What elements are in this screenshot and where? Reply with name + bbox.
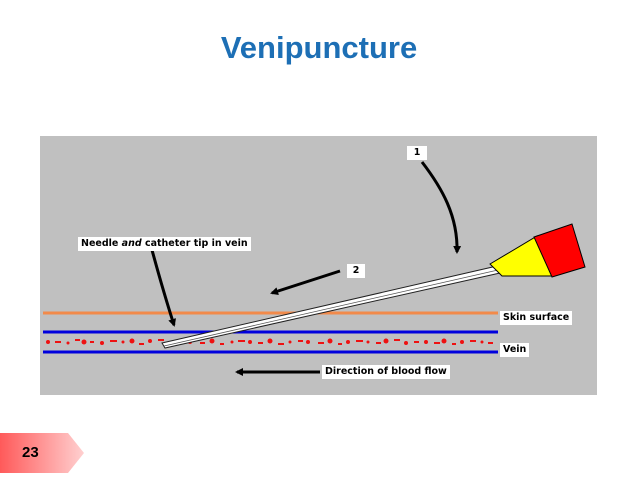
needle-tip-label-pre: Needle bbox=[81, 238, 119, 249]
arrow-needle-tip bbox=[150, 249, 176, 327]
needle-hub-cap bbox=[533, 223, 586, 278]
blood-flow-label: Direction of blood flow bbox=[322, 365, 450, 379]
needle-tip-label-em: and bbox=[121, 238, 142, 249]
callout-2-label: 2 bbox=[347, 264, 365, 278]
needle-tip-label: Needle and catheter tip in vein bbox=[78, 237, 251, 251]
slide-title: Venipuncture bbox=[220, 30, 418, 65]
diagram-canvas bbox=[43, 161, 586, 376]
page-number: 23 bbox=[22, 444, 39, 461]
blood-cells bbox=[46, 338, 493, 345]
venipuncture-diagram: 1 2 Needle and catheter tip in vein Skin… bbox=[40, 136, 597, 395]
arrow-2 bbox=[270, 269, 341, 295]
arrow-1 bbox=[420, 161, 462, 254]
needle-catheter bbox=[161, 265, 501, 349]
vein-label: Vein bbox=[500, 343, 530, 357]
callout-1-label: 1 bbox=[407, 146, 427, 160]
skin-surface-label: Skin surface bbox=[500, 311, 573, 325]
page-number-tab bbox=[0, 433, 84, 473]
needle-tip-label-post: catheter tip in vein bbox=[144, 238, 248, 249]
